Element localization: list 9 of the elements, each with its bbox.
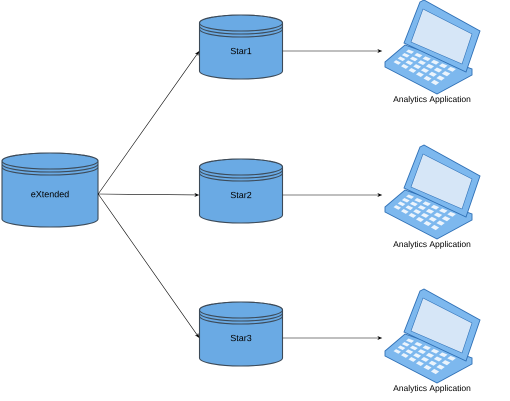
database-cylinder: Star1 <box>198 14 284 80</box>
node-label: Analytics Application <box>393 96 470 104</box>
node-label: Analytics Application <box>393 384 470 393</box>
node-label: Analytics Application <box>393 240 470 249</box>
database-cylinder: Star2 <box>198 158 284 224</box>
arrow <box>98 51 200 194</box>
database-cylinder: eXtended <box>1 152 99 228</box>
arrow <box>98 194 200 338</box>
database-cylinder: Star3 <box>198 301 284 367</box>
